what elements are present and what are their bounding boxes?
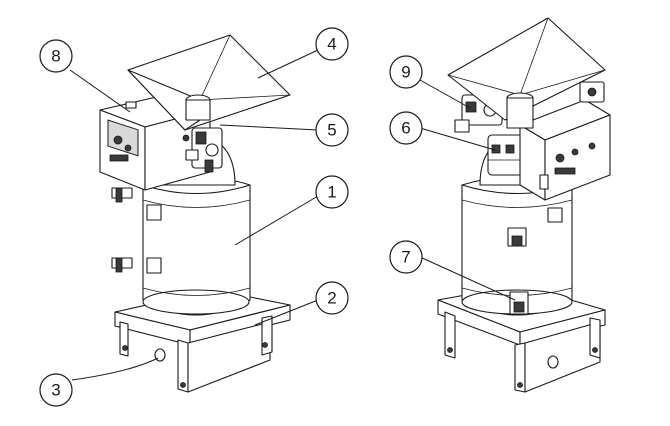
callout-4-label: 4: [327, 35, 336, 54]
callout-5-label: 5: [327, 121, 336, 140]
right-view: [437, 17, 611, 393]
tank-body-left: [111, 176, 251, 316]
callout-8: 8: [39, 39, 73, 73]
hopper-left: [127, 34, 291, 131]
callout-6-label: 6: [401, 119, 410, 138]
callout-5: 5: [315, 113, 349, 147]
leader-lines: [69, 49, 516, 381]
callout-3-label: 3: [51, 381, 60, 400]
callout-9-label: 9: [401, 63, 410, 82]
hopper-right: [447, 17, 606, 129]
tank-body-right: [461, 176, 573, 316]
callout-8-label: 8: [51, 47, 60, 66]
valve-assembly-left: [185, 127, 223, 173]
callout-1-label: 1: [327, 183, 336, 202]
callout-4: 4: [315, 27, 349, 61]
callout-9: 9: [389, 55, 423, 89]
callout-3: 3: [39, 373, 73, 407]
left-view: [99, 34, 291, 393]
callout-6: 6: [389, 111, 423, 145]
control-box-right: [519, 99, 611, 201]
callout-1: 1: [315, 175, 349, 209]
callout-2: 2: [315, 281, 349, 315]
callout-2-label: 2: [327, 289, 336, 308]
callout-7-label: 7: [401, 248, 410, 267]
base-frame-left: [114, 289, 291, 393]
callout-7: 7: [389, 240, 423, 274]
